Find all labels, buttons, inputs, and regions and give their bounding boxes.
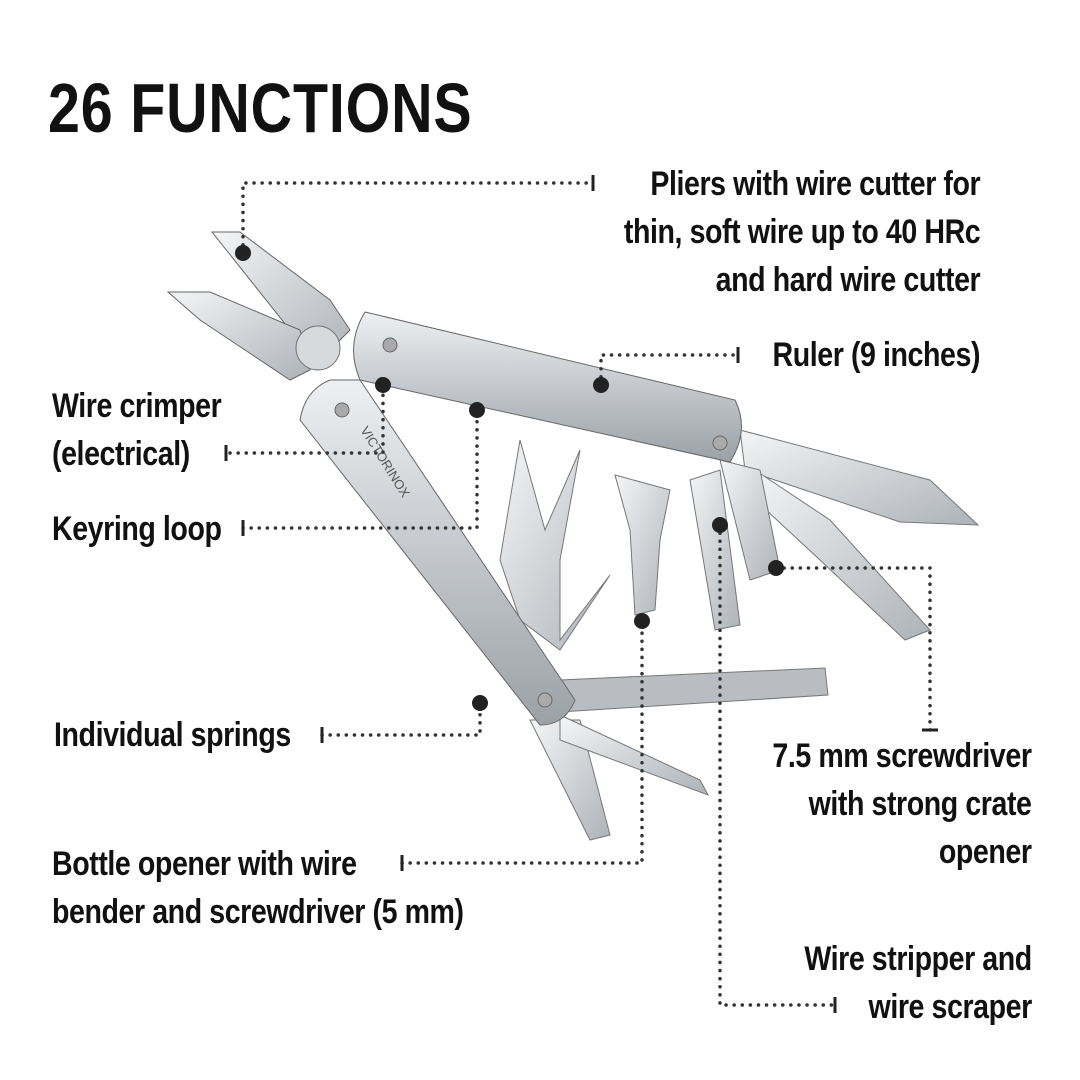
file bbox=[559, 667, 829, 713]
label-line: wire scraper bbox=[868, 988, 1033, 1026]
leader-dots bbox=[235, 245, 784, 711]
small-tools bbox=[614, 459, 781, 631]
label-screwdriver: 7.5 mm screwdriver with strong crate ope… bbox=[772, 732, 1033, 876]
label-ruler: Ruler (9 inches) bbox=[772, 336, 980, 374]
label-line: opener bbox=[939, 833, 1032, 871]
leader-bottle-opener bbox=[400, 619, 644, 865]
label-wire-stripper: Wire stripper and wire scraper bbox=[804, 935, 1033, 1031]
label-line: 7.5 mm screwdriver bbox=[772, 737, 1033, 775]
leader-keyring bbox=[241, 408, 479, 530]
label-line: bender and screwdriver (5 mm) bbox=[52, 893, 464, 931]
label-line: thin, soft wire up to 40 HRc bbox=[623, 213, 981, 251]
leader-wire-crimper bbox=[228, 383, 385, 455]
label-pliers: Pliers with wire cutter for thin, soft w… bbox=[623, 160, 981, 304]
page-title: 26 FUNCTIONS bbox=[48, 69, 473, 147]
label-wire-crimper: Wire crimper (electrical) bbox=[52, 382, 222, 478]
lower-handle bbox=[299, 379, 576, 726]
leader-ticks bbox=[224, 175, 938, 1013]
label-line: Bottle opener with wire bbox=[52, 845, 357, 883]
label-line: and hard wire cutter bbox=[715, 261, 980, 299]
pliers-jaws bbox=[166, 231, 351, 381]
label-line: Wire crimper bbox=[52, 387, 222, 425]
label-line: Wire stripper and bbox=[804, 940, 1033, 978]
label-line: (electrical) bbox=[52, 435, 190, 473]
leader-screwdriver bbox=[774, 566, 932, 732]
bottom-tools bbox=[529, 714, 710, 841]
label-line: Pliers with wire cutter for bbox=[650, 165, 980, 203]
leader-springs bbox=[320, 701, 482, 737]
leader-lines bbox=[228, 181, 932, 1007]
label-keyring-loop: Keyring loop bbox=[52, 510, 222, 548]
label-individual-springs: Individual springs bbox=[54, 716, 291, 754]
leader-pliers bbox=[241, 181, 595, 255]
label-line: with strong crate bbox=[809, 785, 1032, 823]
upper-handle bbox=[353, 311, 742, 463]
label-bottle-opener: Bottle opener with wire bender and screw… bbox=[52, 840, 464, 936]
knife-blade bbox=[739, 429, 980, 526]
scissors bbox=[499, 439, 611, 651]
leader-ruler bbox=[599, 353, 740, 387]
